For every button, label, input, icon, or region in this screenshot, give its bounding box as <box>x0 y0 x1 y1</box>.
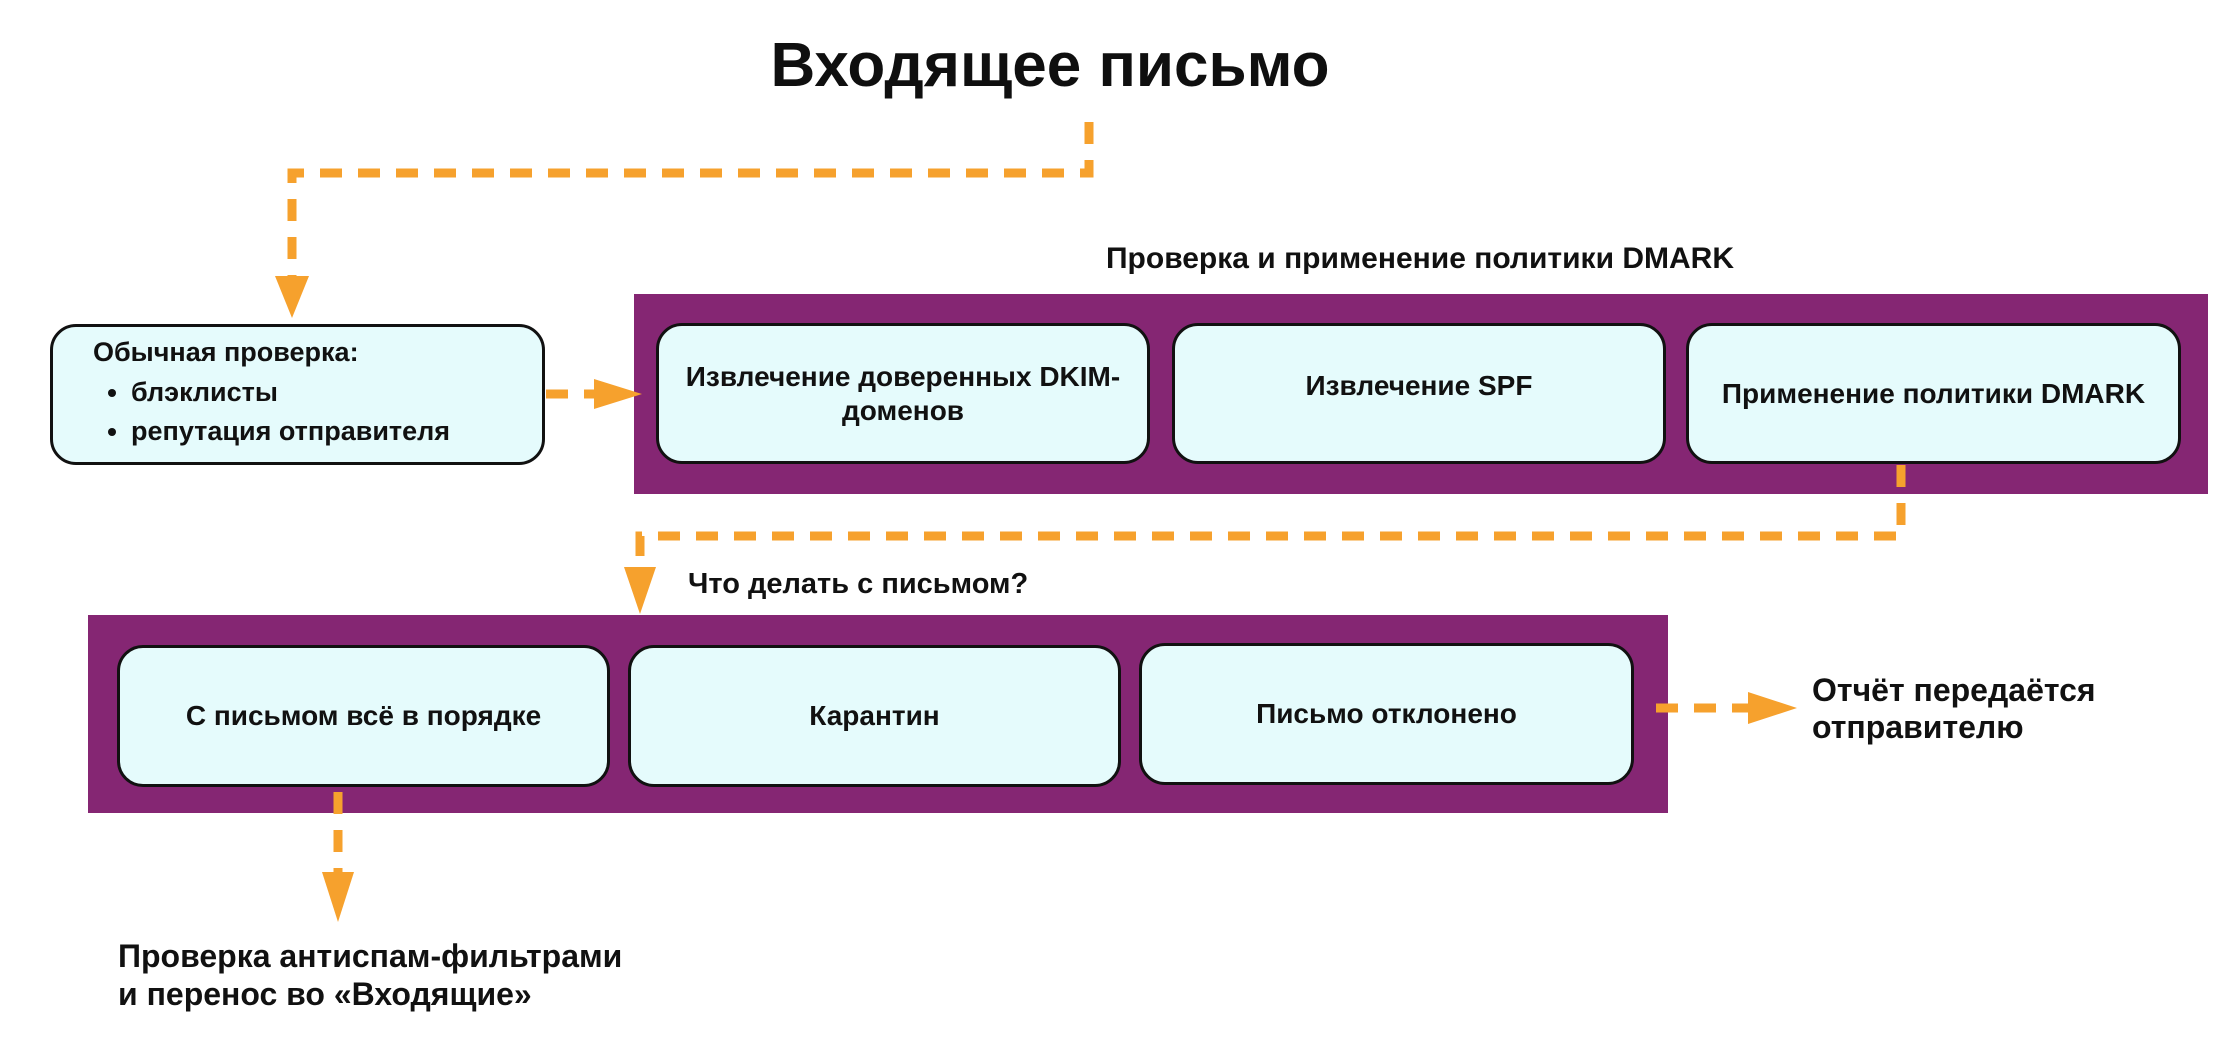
arrowhead-to-decision <box>624 567 656 614</box>
connector-title-to-initial-check <box>287 122 1094 277</box>
decision-section-title: Что делать с письмом? <box>688 568 1029 600</box>
antispam-result-label: Проверка антиспам-фильтрами и перенос во… <box>118 938 758 1014</box>
antispam-result-line-2: и перенос во «Входящие» <box>118 975 532 1012</box>
dmark-policy-box: Применение политики DMARK <box>1686 323 2181 464</box>
antispam-result-line-1: Проверка антиспам-фильтрами <box>118 938 623 974</box>
outcome-quarantine-box: Карантин <box>628 645 1121 787</box>
dkim-extraction-box: Извлечение доверенных DKIM-доменов <box>656 323 1150 464</box>
arrowhead-to-report <box>1748 692 1797 724</box>
dmark-section-title: Проверка и применение политики DMARK <box>1105 242 1734 275</box>
initial-check-item-blacklists: блэклисты <box>131 376 542 408</box>
arrow-rejected-to-report <box>1656 692 1797 724</box>
outcome-rejected-box: Письмо отклонено <box>1139 643 1634 785</box>
report-to-sender-label: Отчёт передаётся отправителю <box>1812 672 2096 745</box>
initial-check-list: блэклисты репутация отправителя <box>93 376 542 447</box>
arrowhead-to-initial-check <box>275 276 309 318</box>
initial-check-title: Обычная проверка: <box>93 336 359 367</box>
initial-check-item-reputation: репутация отправителя <box>131 415 542 447</box>
outcome-ok-box: С письмом всё в порядке <box>117 645 610 787</box>
initial-check-box: Обычная проверка: блэклисты репутация от… <box>50 324 545 465</box>
arrow-initial-check-to-dmark <box>546 379 642 409</box>
arrowhead-to-antispam <box>322 872 354 922</box>
arrow-title-to-initial-check <box>275 122 1094 318</box>
main-title: Входящее письмо <box>770 31 1330 100</box>
spf-extraction-box: Извлечение SPF <box>1172 323 1666 464</box>
